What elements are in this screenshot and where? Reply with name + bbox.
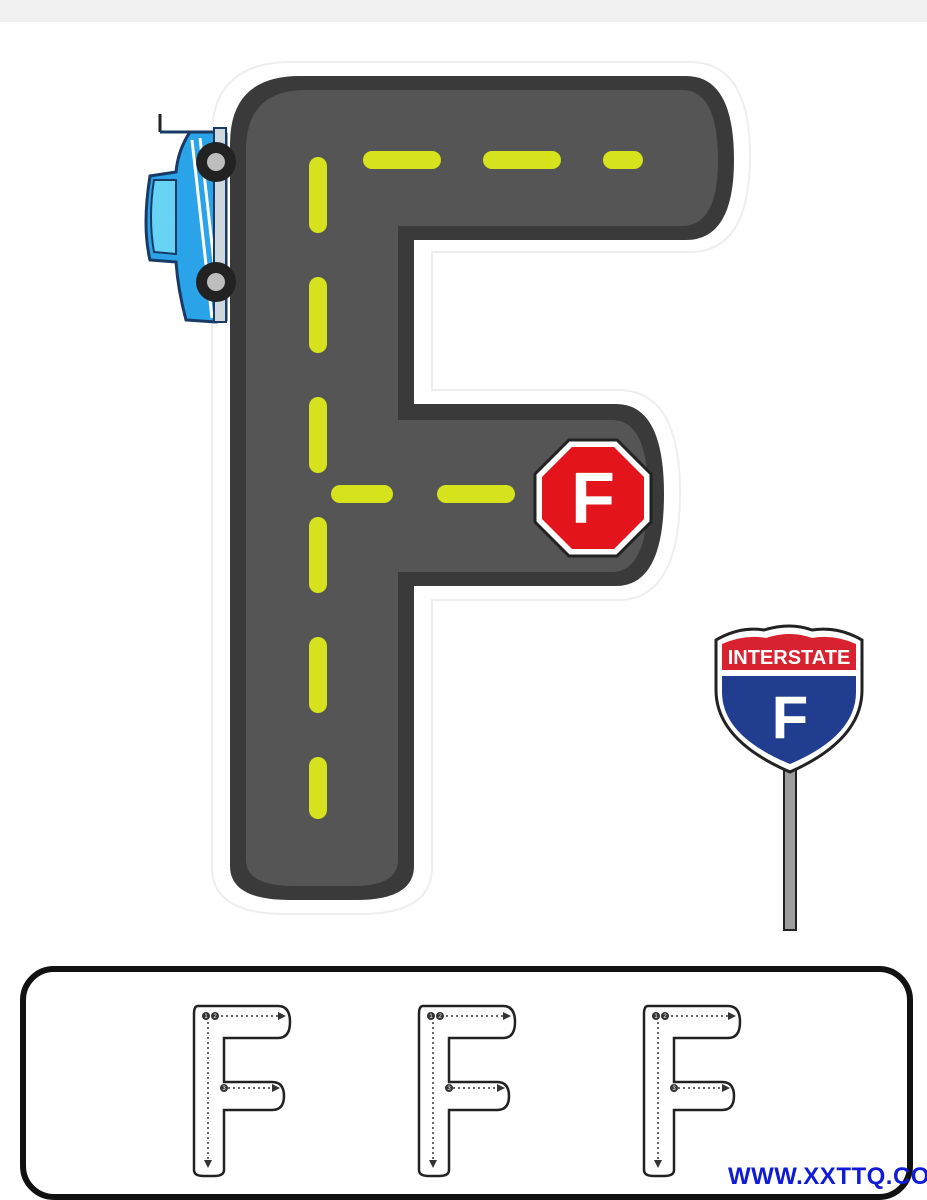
interstate-banner: INTERSTATE (728, 647, 851, 669)
stop-sign-letter: F (571, 459, 615, 539)
watermark: WWW.XXTTQ.COM (728, 1163, 927, 1190)
step-number: 3 (222, 1086, 226, 1092)
top-strip (0, 0, 927, 22)
step-number: 1 (429, 1014, 433, 1020)
step-number: 3 (447, 1086, 451, 1092)
step-number: 3 (672, 1086, 676, 1092)
stop-sign: F (533, 438, 653, 558)
tracing-letter[interactable]: 1 2 3 (640, 1000, 744, 1178)
step-number: 2 (213, 1014, 217, 1020)
car-illustration (144, 114, 236, 324)
step-number: 2 (438, 1014, 442, 1020)
step-number: 2 (663, 1014, 667, 1020)
road-letter-scene: F INTERSTATE F (144, 61, 864, 931)
tracing-letter[interactable]: 1 2 3 (415, 1000, 519, 1178)
tracing-letter[interactable]: 1 2 3 (190, 1000, 294, 1178)
sign-post (783, 759, 797, 931)
lane-markings (309, 151, 643, 819)
step-number: 1 (654, 1014, 658, 1020)
interstate-sign: INTERSTATE F (714, 624, 864, 931)
step-number: 1 (204, 1014, 208, 1020)
interstate-letter: F (772, 684, 809, 751)
